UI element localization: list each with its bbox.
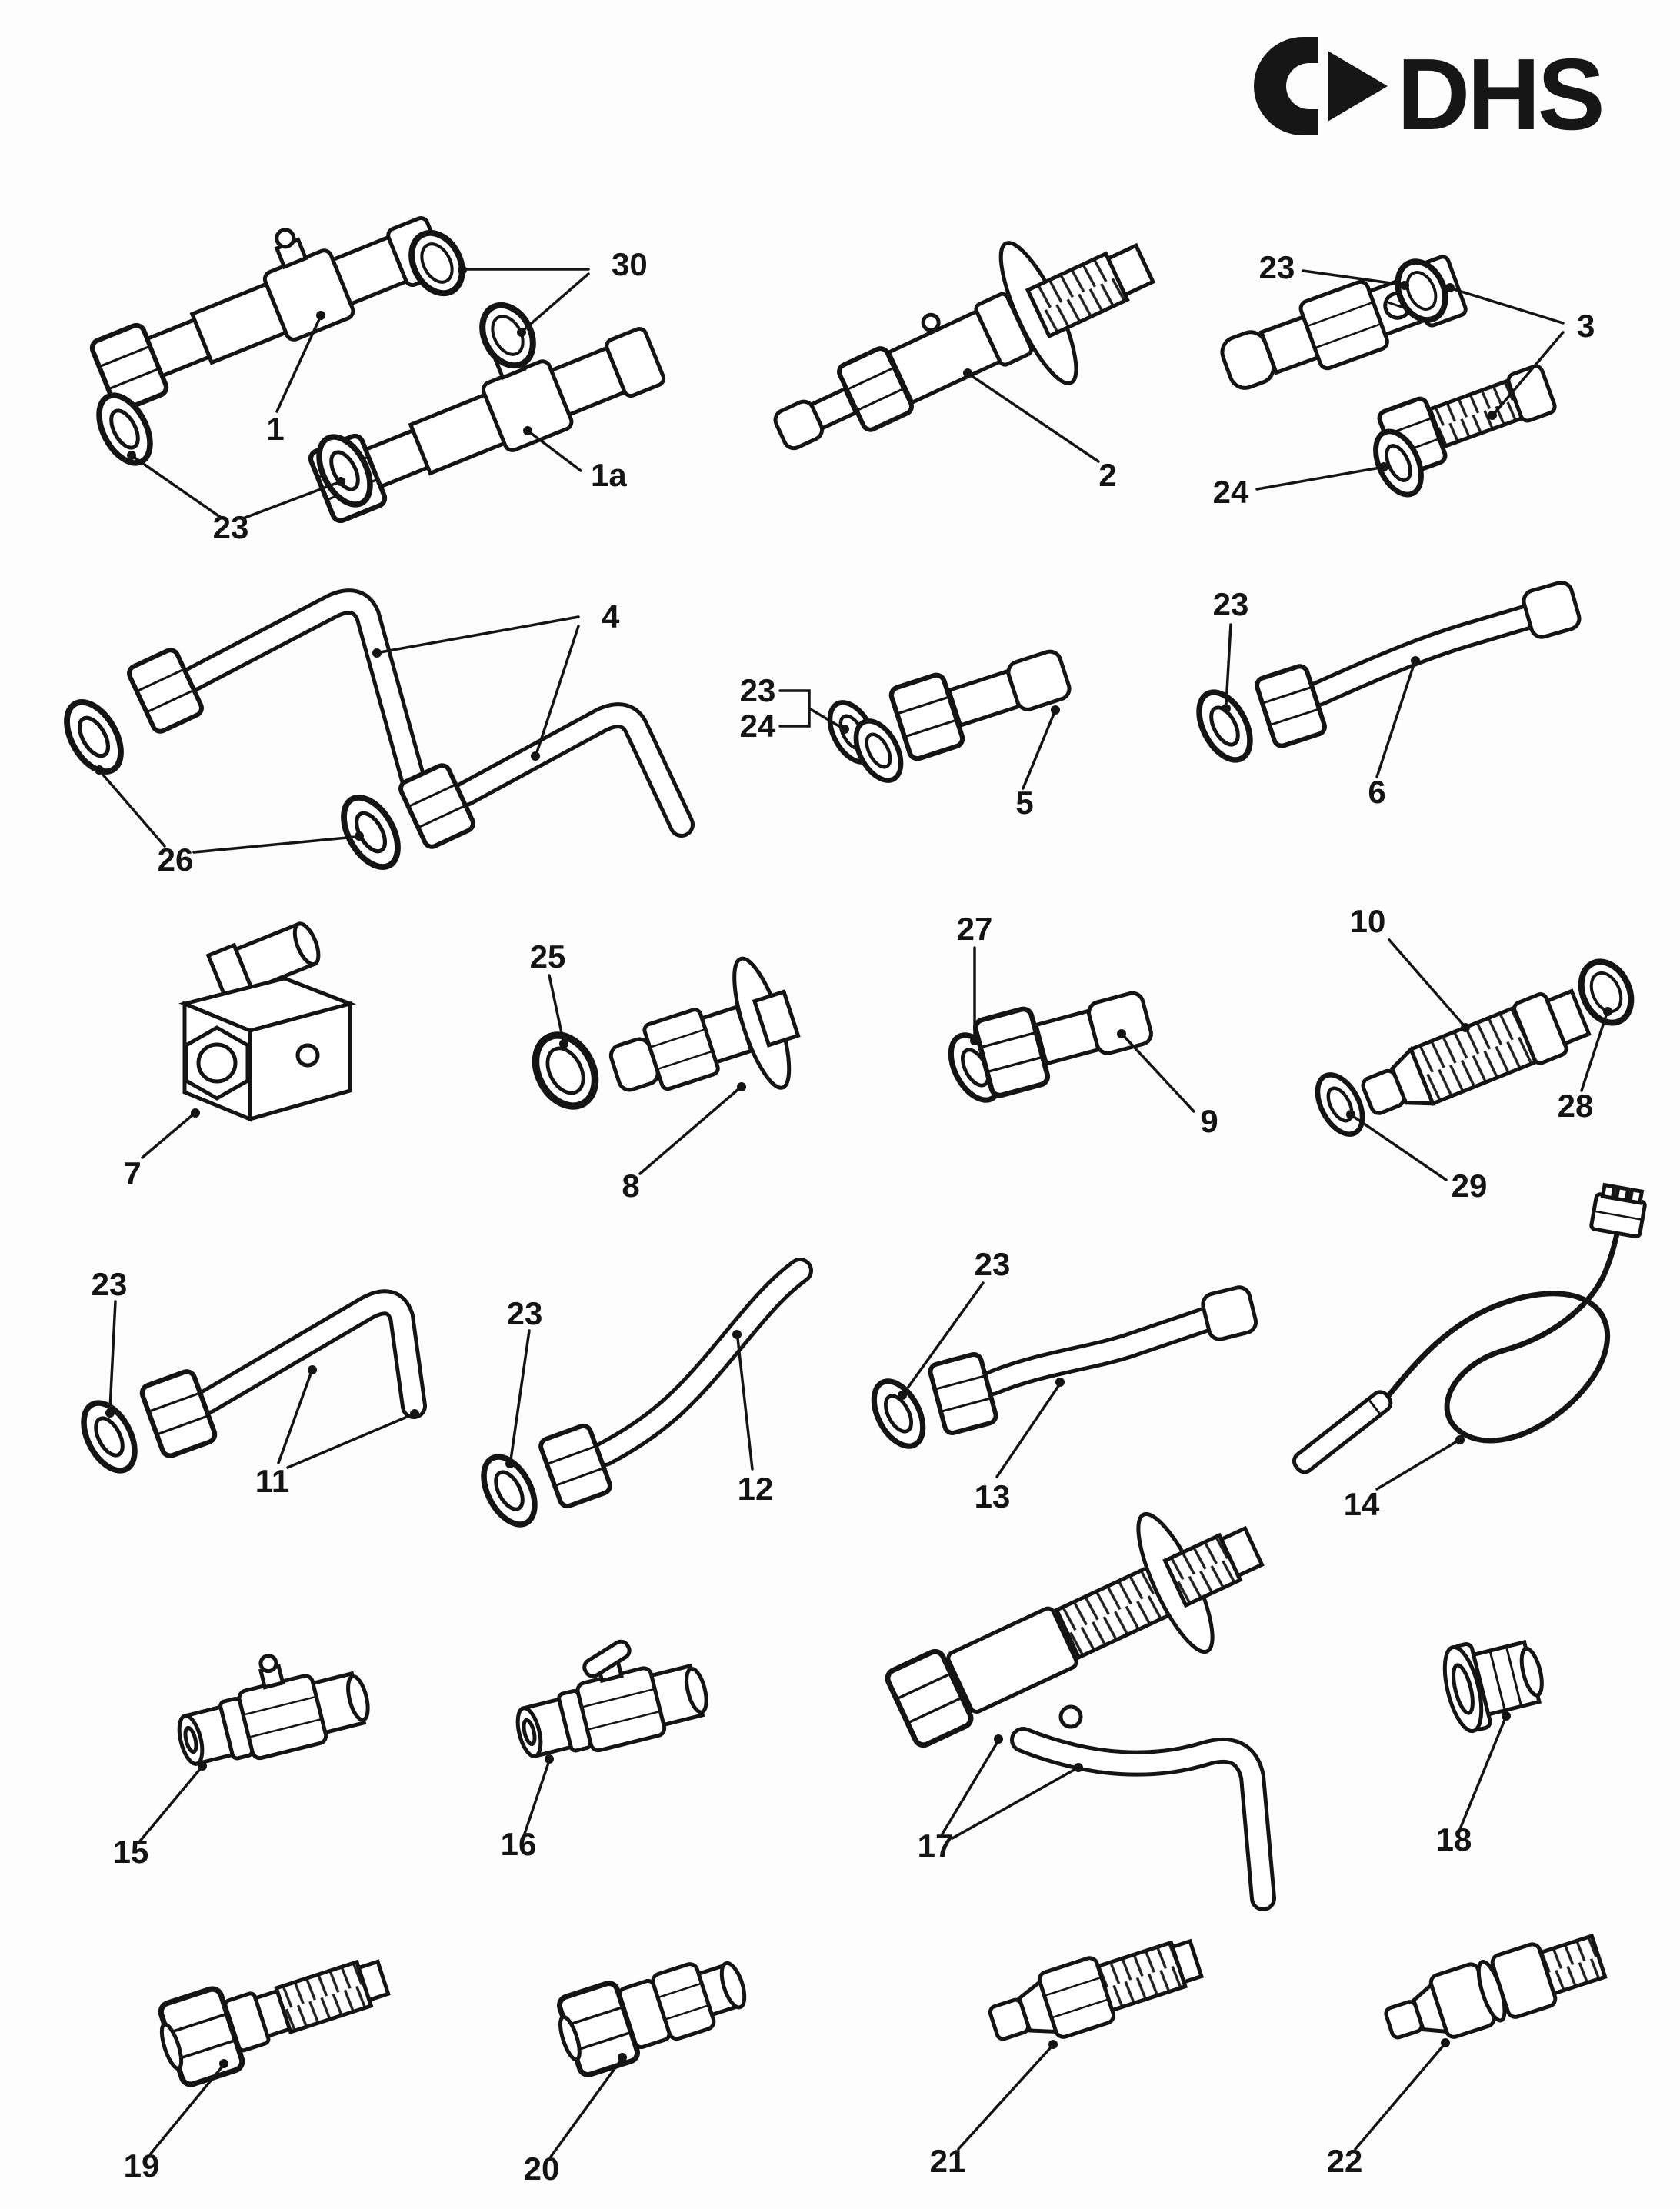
callout-17: 17 [918, 1828, 954, 1864]
callout-5: 5 [1015, 785, 1033, 821]
part-1-valve [78, 179, 450, 413]
figure-10: 10 28 29 [1308, 903, 1641, 1204]
ring-25 [524, 1025, 607, 1117]
figure-1: 30 1 1a 23 [78, 179, 668, 545]
callout-23-p5: 23 [740, 672, 776, 708]
callout-23-p11: 23 [92, 1266, 128, 1302]
washer-26-b [333, 788, 409, 876]
figure-12: 23 12 [473, 1258, 813, 1533]
figure-4: 4 26 [56, 588, 695, 878]
part-20-fitting [551, 1961, 747, 2079]
figure-20: 20 [524, 1961, 747, 2187]
figure-17: 17 [885, 1511, 1276, 1911]
callout-3: 3 [1577, 308, 1595, 344]
part-11-pipe [140, 1289, 427, 1458]
washer-23-p13 [864, 1373, 932, 1454]
ring-30-b [472, 296, 543, 374]
figure-13: 23 13 [864, 1246, 1258, 1514]
callout-23-r1-right: 23 [1259, 249, 1295, 285]
callout-30: 30 [612, 246, 648, 282]
callout-1: 1 [266, 411, 284, 447]
callout-29: 29 [1452, 1168, 1488, 1204]
part-8-flanged-fitting [608, 956, 801, 1092]
part-5-fitting [889, 649, 1072, 761]
figure-18: 18 [1436, 1639, 1544, 1857]
callout-7: 7 [123, 1155, 141, 1191]
part-15-valve [177, 1654, 370, 1767]
washer-23-p6 [1188, 684, 1260, 768]
figure-5: 23 24 5 [740, 649, 1072, 821]
part-9-fitting [974, 991, 1153, 1098]
figure-14: 14 [1292, 1182, 1647, 1522]
callout-11: 11 [255, 1463, 289, 1499]
part-21-male-fitting [988, 1938, 1205, 2041]
figure-7: 7 [123, 921, 357, 1191]
figure-6: 23 6 [1188, 581, 1582, 810]
figure-19: 19 [124, 1959, 391, 2184]
part-22-fitting [1384, 1933, 1608, 2040]
figure-11: 23 11 [73, 1266, 427, 1499]
figure-16: 16 [501, 1639, 708, 1862]
callout-15: 15 [113, 1834, 149, 1870]
part-4-pipe-a [127, 588, 431, 809]
callout-28: 28 [1558, 1088, 1594, 1124]
figure-15: 15 [113, 1654, 370, 1870]
callout-13: 13 [975, 1478, 1011, 1514]
part-13-pipe [928, 1285, 1258, 1434]
callout-23-r1: 23 [213, 509, 249, 545]
dhs-logo-arrow-icon [1328, 51, 1388, 122]
callout-24-p5: 24 [740, 708, 776, 744]
part-3-fitting [1378, 364, 1557, 477]
callout-23-p12: 23 [507, 1295, 543, 1331]
part-7-block-valve [178, 921, 357, 1122]
figure-9: 27 9 [941, 911, 1218, 1139]
callout-26: 26 [158, 841, 194, 878]
callout-20: 20 [524, 2151, 560, 2187]
callout-2: 2 [1098, 457, 1116, 493]
figure-22: 22 [1327, 1933, 1608, 2179]
part-17-flanged-elbow [885, 1511, 1265, 1748]
part-2-flanged-valve [773, 241, 1156, 451]
callout-10: 10 [1350, 903, 1386, 939]
callout-22: 22 [1327, 2143, 1363, 2179]
part-14-sensor-cable [1292, 1182, 1647, 1474]
dhs-logo-text: DHS [1397, 38, 1602, 151]
dhs-logo-icon [1254, 37, 1318, 135]
callout-8: 8 [622, 1168, 639, 1204]
part-6-pipe [1255, 581, 1582, 748]
part-19-compression-fitting [152, 1959, 391, 2089]
washer-29 [1308, 1068, 1372, 1142]
callout-25: 25 [530, 938, 566, 975]
callout-6: 6 [1368, 774, 1385, 810]
callout-23-p6: 23 [1213, 586, 1249, 622]
figure-3: 23 3 24 [1213, 249, 1595, 510]
callout-18: 18 [1436, 1821, 1472, 1857]
callout-27: 27 [957, 911, 993, 947]
callout-14: 14 [1344, 1486, 1380, 1522]
callout-16: 16 [501, 1826, 537, 1862]
callout-21: 21 [930, 2143, 966, 2179]
part-10-threaded-tube [1361, 988, 1592, 1115]
washer-26-a [56, 693, 132, 781]
part-12-pipe [538, 1258, 813, 1508]
callout-24-r1: 24 [1213, 474, 1249, 510]
figure-21: 21 [930, 1938, 1205, 2179]
callout-12: 12 [738, 1471, 774, 1507]
callout-1a: 1a [591, 457, 627, 493]
dhs-logo: DHS [1254, 37, 1605, 151]
figure-2: 2 [773, 241, 1156, 493]
callout-9: 9 [1200, 1103, 1218, 1139]
callout-23-p13: 23 [975, 1246, 1011, 1282]
part-16-valve [515, 1639, 708, 1759]
part-4-pipe-b [398, 702, 695, 849]
part-18-bushing [1442, 1639, 1544, 1734]
part-17-pipe [1010, 1727, 1276, 1911]
callout-19: 19 [124, 2147, 160, 2184]
callout-4: 4 [602, 598, 620, 635]
figure-8: 25 8 [524, 938, 801, 1204]
